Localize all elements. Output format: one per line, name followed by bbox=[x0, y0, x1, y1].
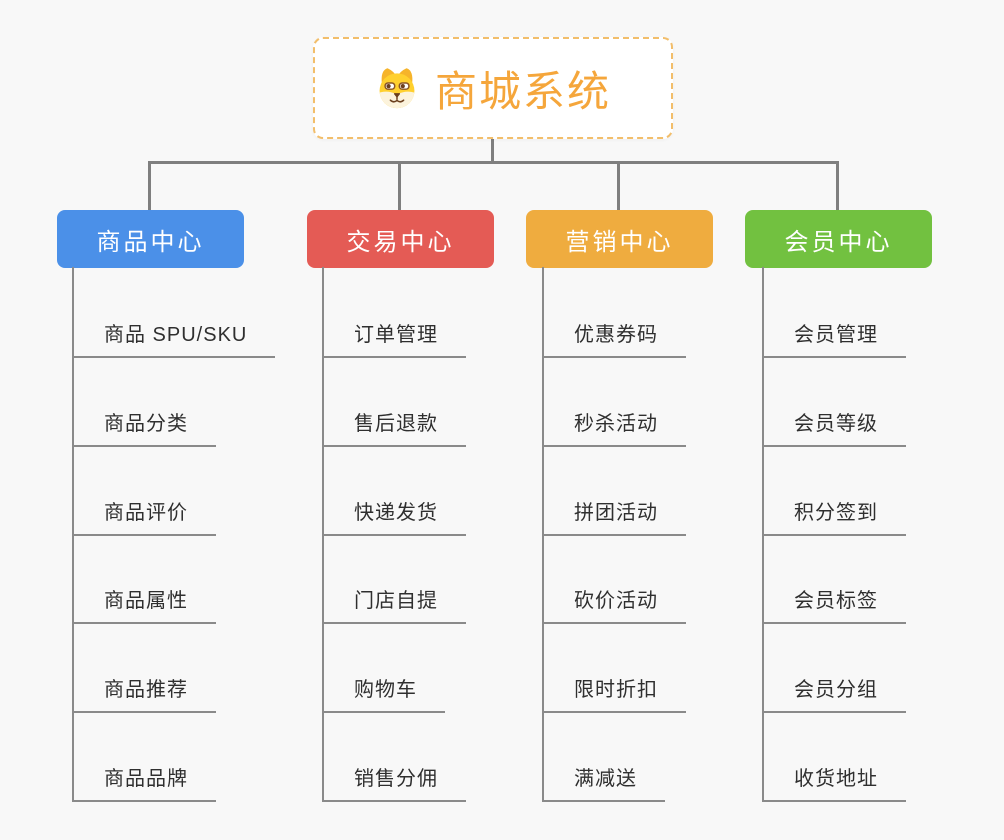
leaf-node[interactable]: 会员等级 bbox=[762, 411, 906, 447]
branch-label: 营销中心 bbox=[565, 228, 674, 256]
branch-node-trade-center[interactable]: 交易中心 bbox=[307, 210, 494, 268]
leaf-node[interactable]: 商品推荐 bbox=[72, 677, 216, 713]
branch-label: 商品中心 bbox=[96, 228, 205, 256]
leaf-node[interactable]: 会员标签 bbox=[762, 588, 906, 624]
branch-node-marketing-center[interactable]: 营销中心 bbox=[526, 210, 713, 268]
leaf-node[interactable]: 售后退款 bbox=[322, 411, 466, 447]
leaf-node[interactable]: 会员管理 bbox=[762, 322, 906, 358]
branch-drop-line bbox=[398, 161, 401, 210]
leaf-node[interactable]: 拼团活动 bbox=[542, 500, 686, 536]
leaf-node[interactable]: 购物车 bbox=[322, 677, 445, 713]
leaf-node[interactable]: 商品评价 bbox=[72, 500, 216, 536]
leaf-node[interactable]: 会员分组 bbox=[762, 677, 906, 713]
branch-node-member-center[interactable]: 会员中心 bbox=[745, 210, 932, 268]
leaf-node[interactable]: 门店自提 bbox=[322, 588, 466, 624]
leaf-node[interactable]: 收货地址 bbox=[762, 766, 906, 802]
dog-face-icon bbox=[375, 66, 419, 110]
leaf-node[interactable]: 砍价活动 bbox=[542, 588, 686, 624]
leaf-node[interactable]: 积分签到 bbox=[762, 500, 906, 536]
leaf-node[interactable]: 商品属性 bbox=[72, 588, 216, 624]
leaf-node[interactable]: 优惠券码 bbox=[542, 322, 686, 358]
branch-drop-line bbox=[148, 161, 151, 210]
leaf-node[interactable]: 商品品牌 bbox=[72, 766, 216, 802]
leaf-node[interactable]: 满减送 bbox=[542, 766, 665, 802]
branch-label: 会员中心 bbox=[784, 228, 893, 256]
branch-drop-line bbox=[836, 161, 839, 210]
root-connector-line bbox=[491, 137, 494, 163]
leaf-node[interactable]: 限时折扣 bbox=[542, 677, 686, 713]
branch-bus-line bbox=[148, 161, 839, 164]
leaf-node[interactable]: 秒杀活动 bbox=[542, 411, 686, 447]
leaf-node[interactable]: 销售分佣 bbox=[322, 766, 466, 802]
root-title: 商城系统 bbox=[434, 67, 611, 115]
root-node[interactable]: 商城系统 bbox=[313, 37, 673, 139]
leaf-node[interactable]: 商品 SPU/SKU bbox=[72, 322, 276, 358]
branch-label: 交易中心 bbox=[346, 228, 455, 256]
leaf-node[interactable]: 快递发货 bbox=[322, 500, 466, 536]
branch-node-product-center[interactable]: 商品中心 bbox=[57, 210, 244, 268]
branch-drop-line bbox=[617, 161, 620, 210]
leaf-node[interactable]: 订单管理 bbox=[322, 322, 466, 358]
leaf-node[interactable]: 商品分类 bbox=[72, 411, 216, 447]
